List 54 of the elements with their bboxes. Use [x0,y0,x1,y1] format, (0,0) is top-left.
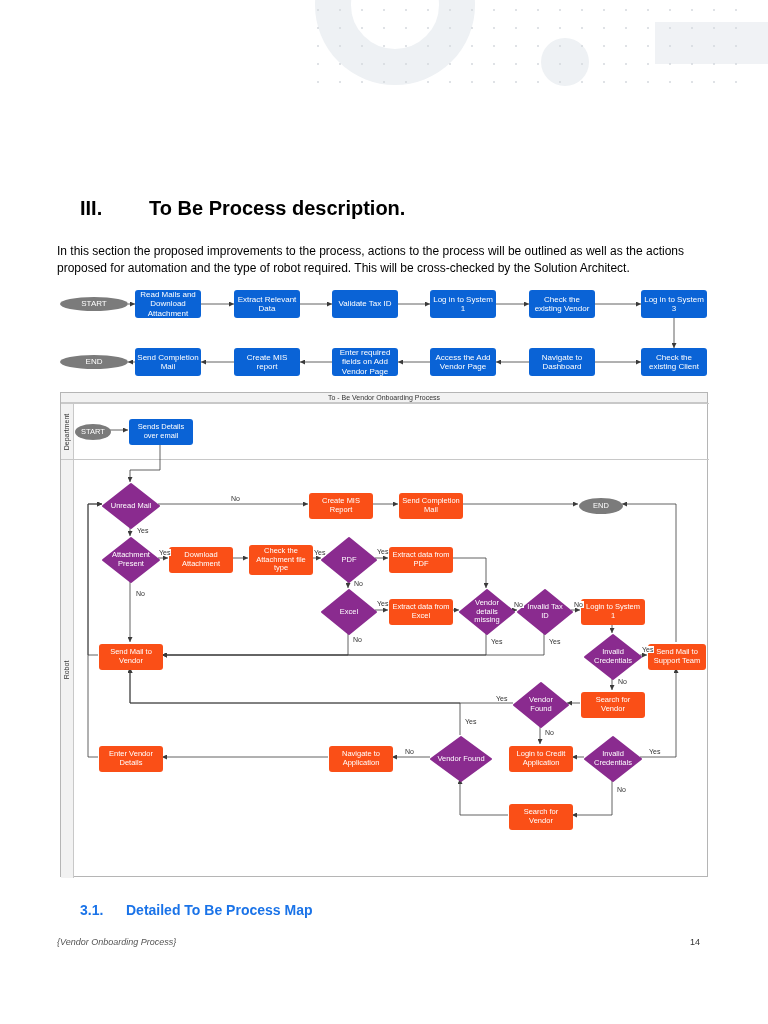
terminal-oval [75,424,111,440]
process-box [529,348,595,376]
process-box [249,545,313,575]
node-label: Create MIS report [245,352,289,372]
arrow [127,301,136,307]
decision-diamond [431,737,491,781]
node-label: Extract Relevant Data [236,294,298,314]
node-label: Access the Add Vendor Page [434,352,492,372]
subsection-heading: Detailed To Be Process Map [126,902,314,919]
process-box [129,419,193,445]
terminal-oval [60,297,128,311]
decision-diamond [103,538,159,582]
node-label: Log in to System 1 [432,294,494,314]
process-box [309,493,373,519]
node-label: START [81,299,107,309]
subsection-number: 3.1. [80,902,105,919]
node-label: END [85,357,103,367]
node-label: Enter required fields on Add Vendor Page [338,348,392,376]
intro-paragraph: In this section the proposed improvements to the process, actions to the process will be outlined as well as the actions proposed for automation and the type of robot required. This will be cross-checked by the Solution Architect. [57,243,685,277]
node-label: Check the existing Vendor [533,294,591,314]
process-box [332,348,398,376]
node-label: Navigate to Dashboard [540,352,584,372]
process-box [332,290,398,318]
process-box [509,804,573,830]
process-box [641,348,707,376]
decision-diamond [322,590,376,634]
process-box [99,644,163,670]
arrow [639,652,648,658]
process-box [234,348,300,376]
footer-text: {Vendor Onboarding Process} [57,937,178,948]
decision-diamond [460,590,514,634]
node-label: Check the existing Client [648,352,700,372]
page-number: 14 [690,937,701,948]
process-box [169,547,233,573]
process-box [581,692,645,718]
node-label: Log in to System 3 [643,294,705,314]
arrow [451,607,460,613]
node-label: Read Mails and Download Attachment [139,290,197,318]
arrow [512,607,518,613]
process-box [509,746,573,772]
section-heading: To Be Process description. [149,196,407,220]
decision-diamond [585,737,641,781]
decision-diamond [103,484,159,528]
process-box [99,746,163,772]
node-label: Send Completion Mail [137,352,199,372]
decision-diamond [585,635,641,679]
section-number: III. [80,196,104,220]
node-label: Validate Tax ID [338,299,392,309]
decision-diamond [514,683,568,727]
terminal-oval [60,355,128,369]
process-box [329,746,393,772]
swimlane-lane [61,403,709,459]
terminal-oval [579,498,623,514]
arrow [127,359,136,365]
